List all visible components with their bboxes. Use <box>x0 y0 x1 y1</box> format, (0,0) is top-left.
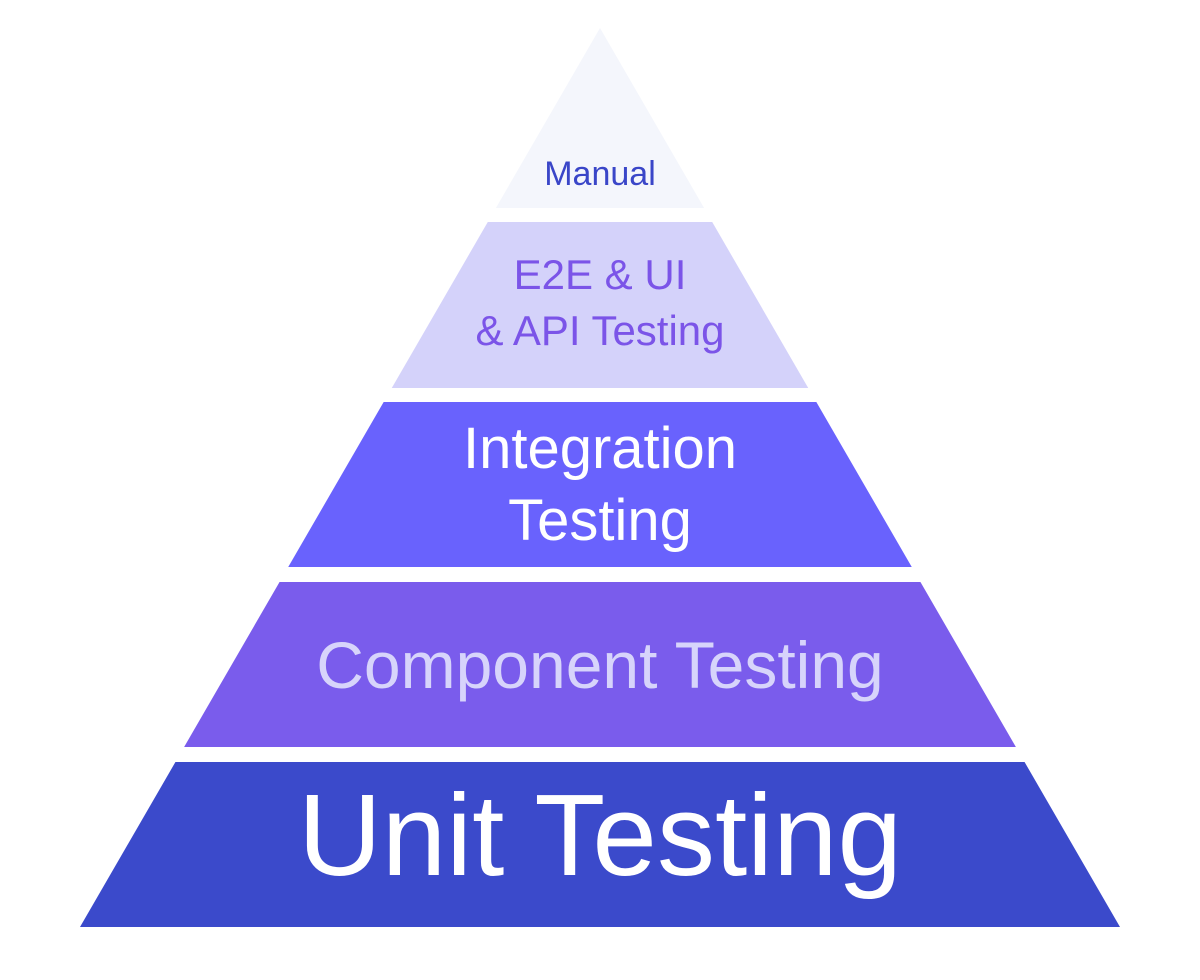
tier-integration-shape <box>288 402 912 567</box>
tier-e2e-ui-api-label: E2E & UI <box>514 251 687 298</box>
tier-component-label: Component Testing <box>316 628 883 702</box>
tier-manual-label: Manual <box>544 155 656 193</box>
tier-integration-label: Testing <box>508 488 692 553</box>
tier-integration-label: Integration <box>463 416 737 481</box>
tier-unit-label: Unit Testing <box>298 770 902 900</box>
tier-unit-shape <box>80 762 1120 927</box>
tier-component: Component Testing <box>184 582 1016 747</box>
tier-manual: Manual <box>495 28 705 208</box>
tier-e2e-ui-api-label: & API Testing <box>475 307 724 354</box>
tier-component-shape <box>184 582 1016 747</box>
tier-e2e-ui-api: E2E & UI & API Testing <box>391 222 809 388</box>
tier-e2e-ui-api-shape <box>391 222 809 388</box>
tier-unit: Unit Testing <box>80 762 1120 927</box>
tier-manual-shape <box>495 28 705 208</box>
